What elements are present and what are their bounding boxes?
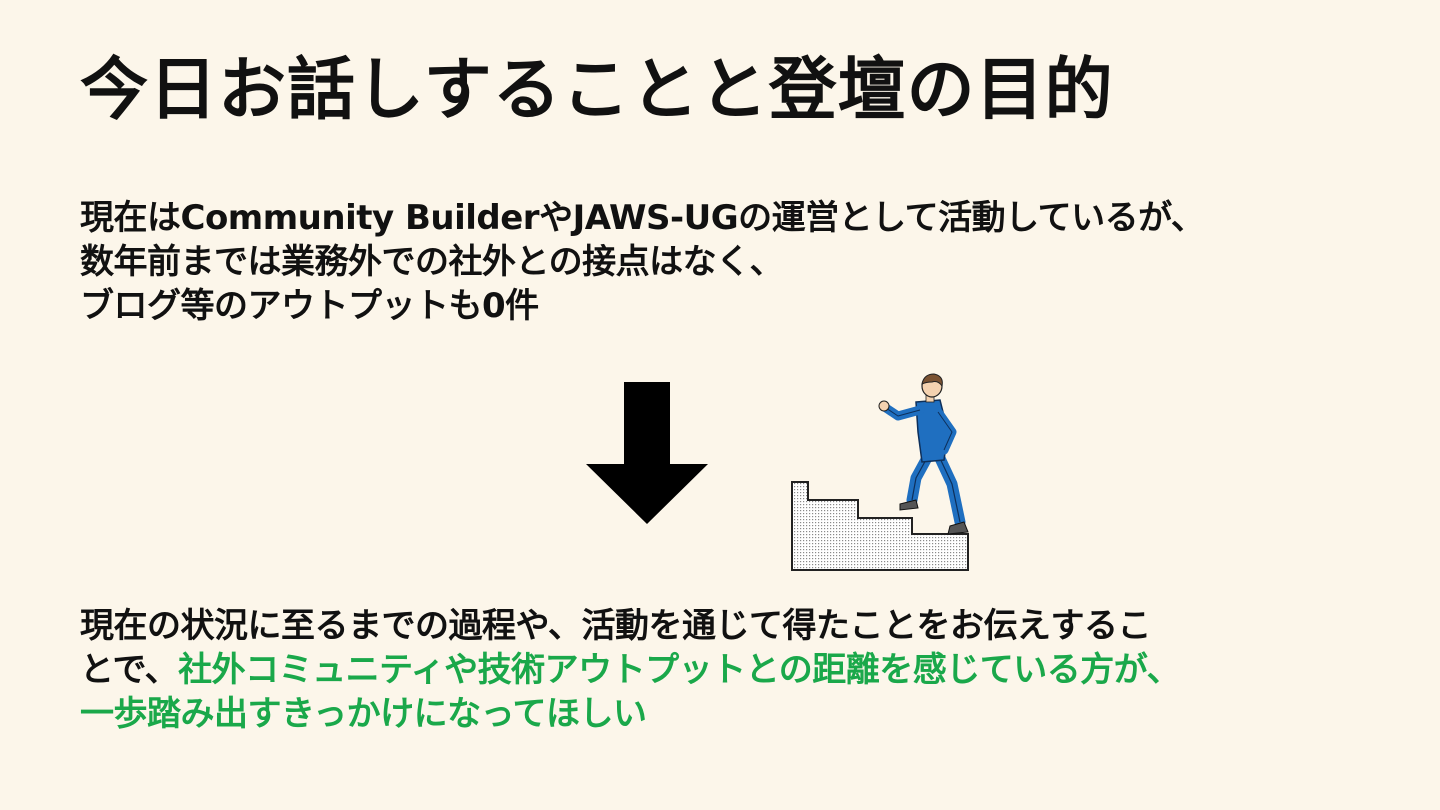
stairs-shape bbox=[791, 481, 969, 571]
intro-text: 現在はCommunity BuilderやJAWS-UGの運営として活動している… bbox=[80, 196, 1205, 328]
conclusion-line-2-accent: 社外コミュニティや技術アウトプットとの距離を感じている方が、 bbox=[178, 650, 1181, 690]
conclusion-line-3: 一歩踏み出すきっかけになってほしい bbox=[80, 694, 647, 734]
conclusion-line-2-plain: とで、 bbox=[80, 650, 179, 690]
conclusion-line-1: 現在の状況に至るまでの過程や、活動を通じて得たことをお伝えするこ bbox=[80, 606, 1151, 646]
intro-line-3: ブログ等のアウトプットも0件 bbox=[80, 286, 539, 326]
person-climbing-stairs-illustration bbox=[791, 373, 969, 571]
conclusion-text: 現在の状況に至るまでの過程や、活動を通じて得たことをお伝えするこ とで、社外コミ… bbox=[80, 604, 1181, 736]
slide-title: 今日お話しすることと登壇の目的 bbox=[80, 51, 1114, 130]
arrow-down-icon bbox=[586, 382, 708, 524]
intro-line-2: 数年前までは業務外での社外との接点はなく、 bbox=[80, 242, 784, 282]
conclusion-line-2: とで、社外コミュニティや技術アウトプットとの距離を感じている方が、 bbox=[80, 648, 1181, 692]
intro-line-1: 現在はCommunity BuilderやJAWS-UGの運営として活動している… bbox=[80, 198, 1205, 238]
